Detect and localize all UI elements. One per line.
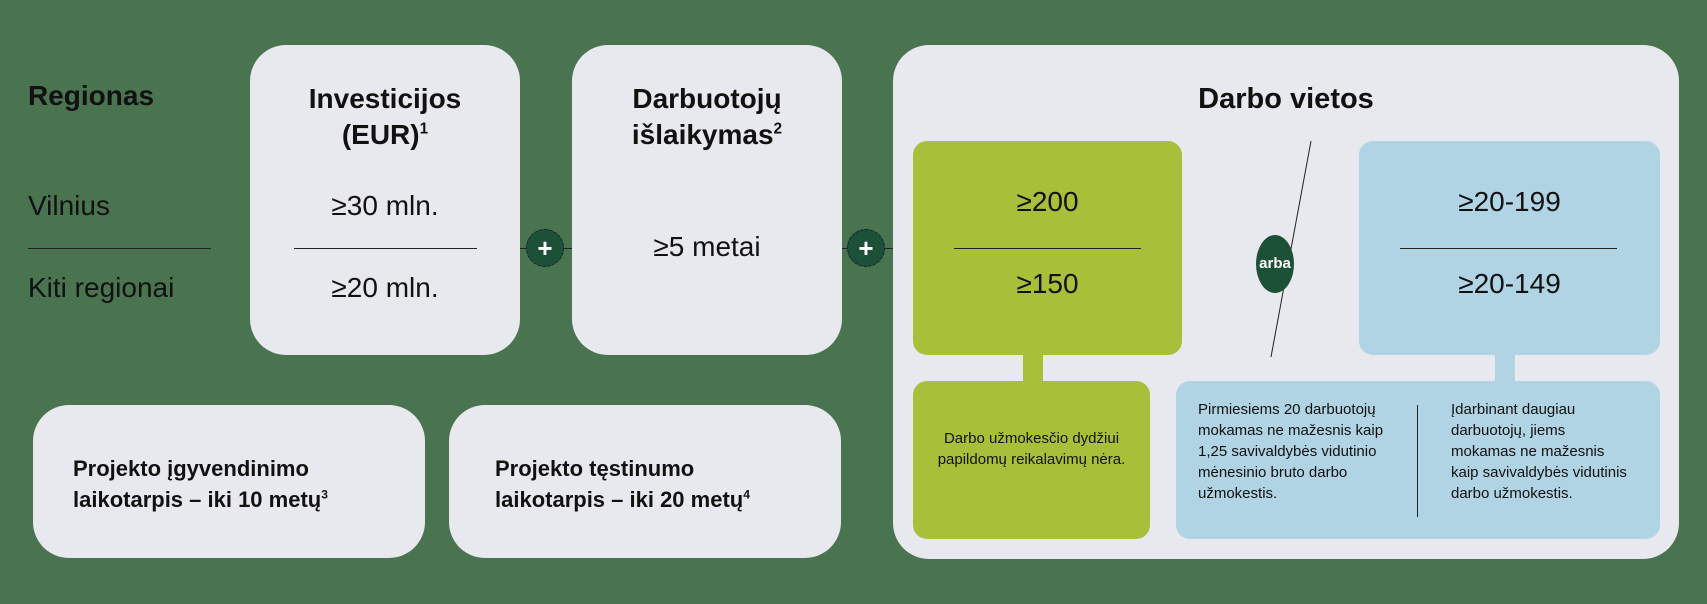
period-continuity-line2: laikotarpis – iki 20 metų4 bbox=[495, 487, 750, 512]
investments-divider bbox=[294, 248, 477, 249]
regions-header: Regionas bbox=[28, 80, 155, 111]
footnote-4: 4 bbox=[743, 487, 750, 502]
plus-icon-2: + bbox=[847, 229, 885, 267]
jobs-option-a-note-card: Darbo užmokesčio dydžiui papildomų reika… bbox=[913, 381, 1150, 539]
period-card-continuity: Projekto tęstinumo laikotarpis – iki 20 … bbox=[449, 405, 841, 558]
investments-card: Investicijos (EUR)1 ≥30 mln. ≥20 mln. bbox=[250, 45, 520, 355]
period-implementation-line1: Projekto įgyvendinimo bbox=[73, 456, 309, 481]
retention-value: ≥5 metai bbox=[653, 231, 761, 262]
jobs-option-b-divider bbox=[1400, 248, 1617, 249]
jobs-option-a-note: Darbo užmokesčio dydžiui papildomų reika… bbox=[937, 430, 1126, 468]
jobs-option-b-note-left: Pirmiesiems 20 darbuotojų mokamas ne maž… bbox=[1198, 401, 1384, 502]
jobs-option-b-other: ≥20-149 bbox=[1458, 268, 1561, 299]
jobs-option-a-divider bbox=[954, 248, 1141, 249]
retention-card: Darbuotojų išlaikymas2 ≥5 metai bbox=[572, 45, 842, 355]
period-implementation-text: Projekto įgyvendinimo laikotarpis – iki … bbox=[73, 453, 328, 515]
retention-title-line1: Darbuotojų bbox=[632, 83, 782, 114]
jobs-option-b-note-card: Pirmiesiems 20 darbuotojų mokamas ne maž… bbox=[1176, 381, 1660, 539]
footnote-1: 1 bbox=[419, 120, 429, 138]
period-continuity-text: Projekto tęstinumo laikotarpis – iki 20 … bbox=[495, 453, 750, 515]
jobs-option-b-connector bbox=[1495, 345, 1515, 390]
plus-icon-1: + bbox=[526, 229, 564, 267]
jobs-option-b-note-right: Įdarbinant daugiau darbuotojų, jiems mok… bbox=[1451, 401, 1627, 502]
investments-title-line1: Investicijos bbox=[308, 83, 462, 114]
jobs-card: Darbo vietos ≥200 ≥150 Darbo užmokesčio … bbox=[893, 45, 1679, 559]
investments-vilnius-value: ≥30 mln. bbox=[331, 190, 439, 221]
jobs-option-b-note-divider bbox=[1417, 405, 1418, 517]
jobs-option-a-other: ≥150 bbox=[1016, 268, 1079, 299]
region-vilnius: Vilnius bbox=[28, 190, 110, 221]
investments-title: Investicijos (EUR)1 bbox=[250, 81, 520, 153]
jobs-option-a-connector bbox=[1023, 345, 1043, 390]
region-divider bbox=[28, 248, 211, 249]
region-other: Kiti regionai bbox=[28, 272, 175, 303]
jobs-option-a-card: ≥200 ≥150 bbox=[913, 141, 1182, 355]
footnote-2: 2 bbox=[773, 120, 783, 138]
retention-title: Darbuotojų išlaikymas2 bbox=[572, 81, 842, 153]
jobs-option-a-vilnius: ≥200 bbox=[1016, 186, 1079, 217]
investments-other-value: ≥20 mln. bbox=[331, 272, 439, 303]
investments-title-line2: (EUR)1 bbox=[341, 119, 429, 150]
footnote-3: 3 bbox=[321, 487, 328, 502]
retention-title-line2: išlaikymas2 bbox=[631, 119, 783, 150]
or-badge: arba bbox=[1256, 235, 1294, 293]
jobs-option-b-vilnius: ≥20-199 bbox=[1458, 186, 1561, 217]
jobs-option-b-card: ≥20-199 ≥20-149 bbox=[1359, 141, 1660, 355]
jobs-title: Darbo vietos bbox=[1198, 83, 1374, 115]
period-implementation-line2: laikotarpis – iki 10 metų3 bbox=[73, 487, 328, 512]
period-continuity-line1: Projekto tęstinumo bbox=[495, 456, 695, 481]
period-card-implementation: Projekto įgyvendinimo laikotarpis – iki … bbox=[33, 405, 425, 558]
